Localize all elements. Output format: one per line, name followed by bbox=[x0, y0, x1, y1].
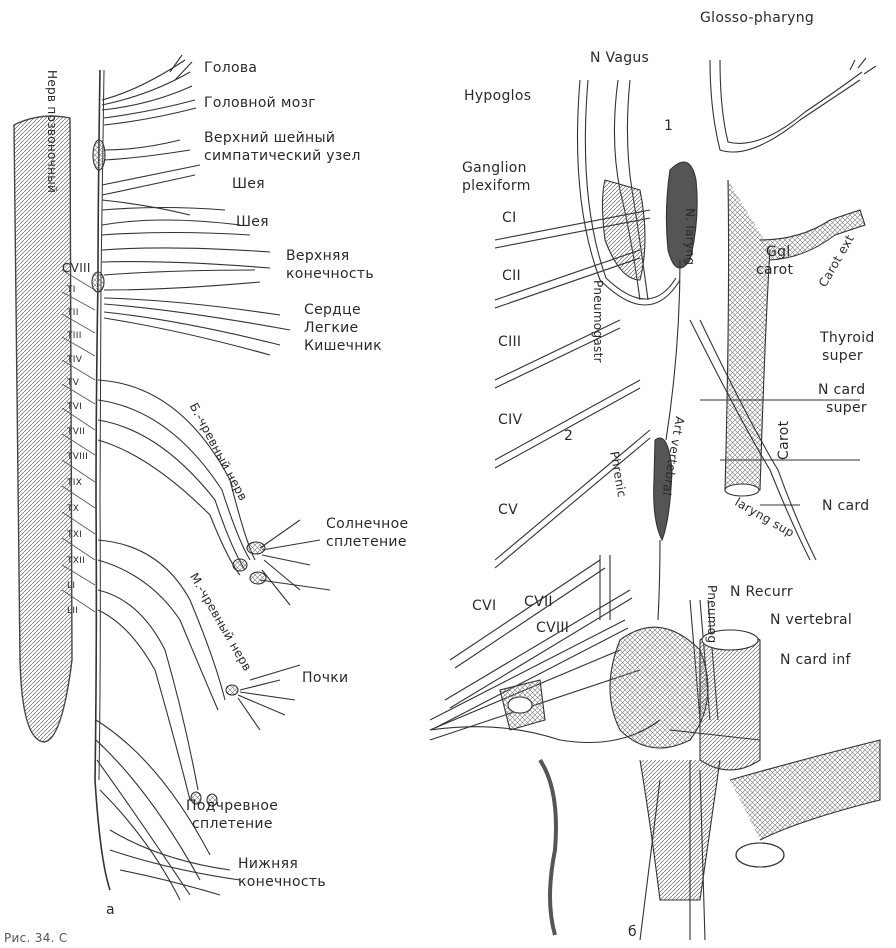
segment-label: TVIII bbox=[67, 449, 88, 465]
label-n-card-super-2: super bbox=[826, 400, 867, 416]
label-c3: CIII bbox=[498, 334, 521, 350]
label-n-vertebral: N vertebral bbox=[770, 612, 852, 628]
superior-cervical-ganglion bbox=[93, 140, 105, 170]
segment-label: TIX bbox=[67, 475, 82, 491]
label-nizh-1: Нижняя bbox=[238, 856, 298, 872]
panel-a-letter: а bbox=[106, 902, 115, 918]
label-konechnost-1: Верхняя bbox=[286, 248, 350, 264]
label-n-card-inf: N card inf bbox=[780, 652, 851, 668]
label-carot: Carot bbox=[776, 421, 792, 460]
spine-label: Нерв позвоночный bbox=[44, 70, 60, 193]
label-hypoglos: Hypoglos bbox=[464, 88, 531, 104]
label-n-card-super-1: N card bbox=[818, 382, 865, 398]
figure-caption: Рис. 34. С bbox=[4, 930, 68, 946]
label-nizh-2: конечность bbox=[238, 874, 326, 890]
segment-label: TX bbox=[67, 501, 79, 517]
label-c2: CII bbox=[502, 268, 521, 284]
segment-label: TV bbox=[67, 375, 79, 391]
label-thyroid-2: super bbox=[822, 348, 863, 364]
label-kishechnik: Кишечник bbox=[304, 338, 382, 354]
segment-label: TII bbox=[67, 305, 79, 321]
label-ganglion-2: plexiform bbox=[462, 178, 531, 194]
label-ggl-2: carot bbox=[756, 262, 793, 278]
inferior-ganglion bbox=[610, 627, 708, 748]
label-uzel-1: Верхний шейный bbox=[204, 130, 335, 146]
label-podchr-1: Подчревное bbox=[186, 798, 278, 814]
label-sheya-1: Шея bbox=[232, 176, 265, 192]
label-solnech-2: сплетение bbox=[326, 534, 407, 550]
label-sheya-2: Шея bbox=[236, 214, 269, 230]
label-ggl-1: Ggl bbox=[766, 244, 791, 260]
label-n-laryng: N. laryng bbox=[682, 208, 698, 265]
label-podchr-2: сплетение bbox=[192, 816, 273, 832]
label-c5: CV bbox=[498, 502, 518, 518]
label-thyroid-1: Thyroid bbox=[820, 330, 875, 346]
segment-label: LII bbox=[67, 603, 78, 619]
label-c4: CIV bbox=[498, 412, 522, 428]
segment-label: LI bbox=[67, 578, 75, 594]
segment-label: TVII bbox=[67, 424, 85, 440]
label-glosso: Glosso-pharyng bbox=[700, 10, 814, 26]
label-serdce: Сердце bbox=[304, 302, 361, 318]
label-one: 1 bbox=[664, 118, 673, 134]
label-ganglion-1: Ganglion bbox=[462, 160, 527, 176]
label-c7: CVII bbox=[524, 594, 553, 610]
label-vagus: N Vagus bbox=[590, 50, 649, 66]
label-legkie: Легкие bbox=[304, 320, 358, 336]
label-golova: Голова bbox=[204, 60, 257, 76]
label-konechnost-2: конечность bbox=[286, 266, 374, 282]
cviii-ganglion bbox=[92, 272, 104, 292]
label-two: 2 bbox=[564, 428, 573, 444]
segment-label: TXII bbox=[67, 553, 85, 569]
splanchnic-nerves bbox=[98, 380, 255, 800]
cviii-label: CVIII bbox=[62, 260, 91, 276]
label-n-card: N card bbox=[822, 498, 869, 514]
segment-label: TI bbox=[67, 282, 76, 298]
segment-label: TXI bbox=[67, 527, 82, 543]
segment-label: TVI bbox=[67, 399, 82, 415]
panel-a-drawing bbox=[14, 55, 330, 900]
label-mozg: Головной мозг bbox=[204, 95, 316, 111]
label-n-recurr: N Recurr bbox=[730, 584, 793, 600]
panel-b-letter: б bbox=[628, 924, 637, 940]
spinal-column bbox=[14, 116, 72, 742]
label-solnech-1: Солнечное bbox=[326, 516, 408, 532]
label-pneumogastr: Pneumogastr bbox=[590, 280, 606, 363]
label-c8: CVIII bbox=[536, 620, 569, 636]
segment-label: TIII bbox=[67, 328, 82, 344]
segment-label: TIV bbox=[67, 352, 82, 368]
label-c6: CVI bbox=[472, 598, 496, 614]
label-pneumog: Pneumog bbox=[704, 585, 720, 643]
label-pochki: Почки bbox=[302, 670, 348, 686]
label-uzel-2: симпатический узел bbox=[204, 148, 361, 164]
label-c1: CI bbox=[502, 210, 517, 226]
